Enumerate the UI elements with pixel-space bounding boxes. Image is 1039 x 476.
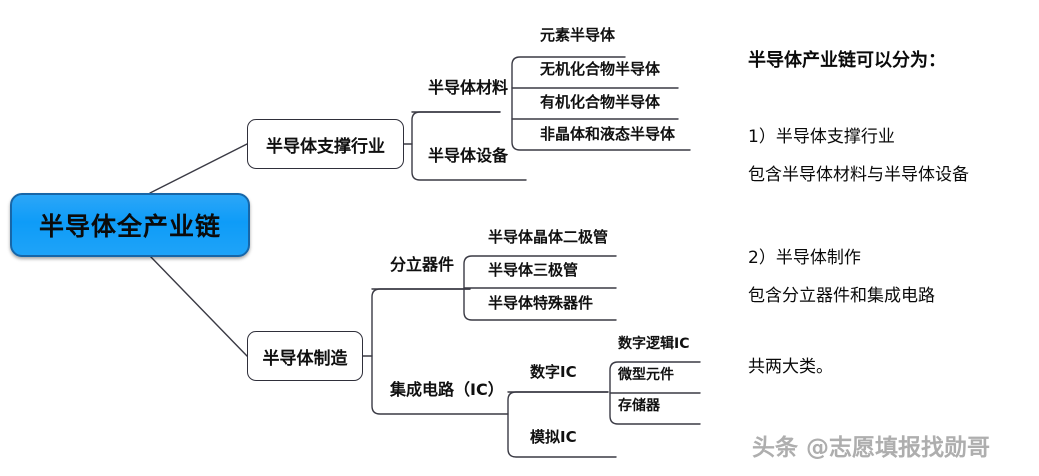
leaf-inorganic-compound-semiconductor[interactable]: 无机化合物半导体 (540, 60, 661, 78)
panel-title: 半导体产业链可以分为： (748, 50, 946, 71)
leaf-element-semiconductor[interactable]: 元素半导体 (540, 26, 616, 44)
panel-line-3: 2）半导体制作 (748, 248, 861, 268)
node-semiconductor-support-industry[interactable]: 半导体支撑行业 (247, 119, 404, 169)
panel-line-5: 共两大类。 (748, 357, 833, 377)
node-manufacture-label: 半导体制造 (262, 348, 348, 369)
leaf-semiconductor-triode[interactable]: 半导体三极管 (488, 261, 579, 279)
leaf-semiconductor-special-device[interactable]: 半导体特殊器件 (488, 294, 594, 312)
leaf-semiconductor-crystal-diode[interactable]: 半导体晶体二极管 (488, 228, 609, 246)
edge-root-support (149, 143, 248, 194)
label-analog-ic[interactable]: 模拟IC (530, 428, 577, 446)
label-semiconductor-materials[interactable]: 半导体材料 (428, 78, 509, 97)
edge-ic-bracket (507, 391, 617, 458)
label-semiconductor-equipment[interactable]: 半导体设备 (428, 146, 509, 165)
label-discrete-devices[interactable]: 分立器件 (390, 255, 455, 274)
edge-root-manufacture (149, 255, 248, 357)
panel-line-1: 1）半导体支撑行业 (748, 127, 895, 147)
leaf-digital-logic-ic[interactable]: 数字逻辑IC (618, 336, 690, 352)
label-digital-ic[interactable]: 数字IC (530, 363, 577, 381)
leaf-organic-compound-semiconductor[interactable]: 有机化合物半导体 (540, 93, 661, 111)
leaf-micro-component[interactable]: 微型元件 (618, 367, 674, 383)
panel-line-4: 包含分立器件和集成电路 (748, 286, 935, 306)
panel-line-2: 包含半导体材料与半导体设备 (748, 165, 969, 185)
label-integrated-circuit[interactable]: 集成电路（IC） (390, 380, 504, 399)
node-semiconductor-manufacture[interactable]: 半导体制造 (247, 331, 363, 381)
leaf-amorphous-liquid-semiconductor[interactable]: 非晶体和液态半导体 (540, 125, 676, 143)
node-root-label: 半导体全产业链 (38, 212, 221, 241)
node-root[interactable]: 半导体全产业链 (10, 193, 250, 257)
watermark: 头条 @志愿填报找勋哥 (752, 435, 991, 461)
node-support-label: 半导体支撑行业 (266, 136, 385, 157)
description-panel: 半导体产业链可以分为： 1）半导体支撑行业 包含半导体材料与半导体设备 2）半导… (748, 0, 1039, 476)
leaf-memory[interactable]: 存储器 (618, 398, 660, 414)
